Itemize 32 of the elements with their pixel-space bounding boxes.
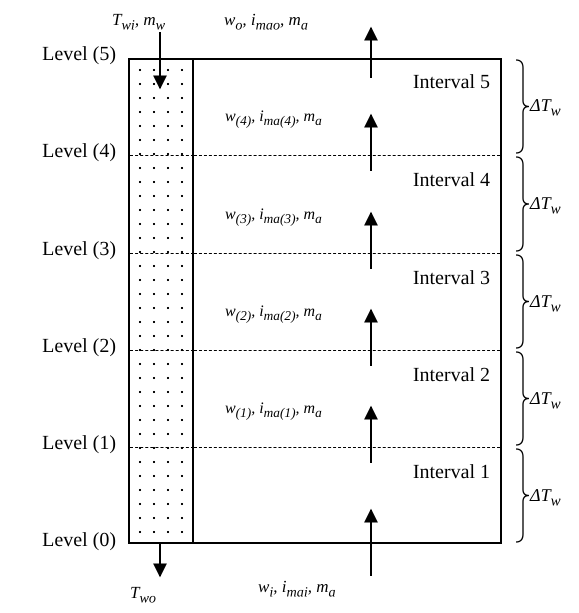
arrow <box>153 544 167 578</box>
arrow <box>364 508 378 576</box>
interval-label: Interval 4 <box>412 168 490 192</box>
stream-label: w$_{o}$, i$_{mao}$, m$_{a}$ <box>224 10 308 36</box>
arrow <box>153 32 167 90</box>
delta-label: ΔT$_{w}$ <box>530 193 561 220</box>
arrow <box>364 212 378 269</box>
arrow <box>364 114 378 171</box>
level-label: Level (1) <box>42 431 116 455</box>
stream-label: T$_{wi}$, m$_{w}$ <box>112 10 166 36</box>
edge-label: w$_{(1)}$, i$_{ma(1)}$, m$_{a}$ <box>225 399 322 422</box>
delta-label: ΔT$_{w}$ <box>530 484 561 512</box>
level-label: Level (3) <box>42 237 116 261</box>
edge-label: w$_{(4)}$, i$_{ma(4)}$, m$_{a}$ <box>225 107 322 130</box>
interval-label: Interval 3 <box>412 266 490 290</box>
stream-label: T$_{wo}$ <box>130 583 156 608</box>
edge-label: w$_{(3)}$, i$_{ma(3)}$, m$_{a}$ <box>225 205 322 228</box>
level-label: Level (5) <box>42 42 116 66</box>
edge-label: w$_{(2)}$, i$_{ma(2)}$, m$_{a}$ <box>225 302 322 326</box>
level-label: Level (0) <box>42 528 116 552</box>
interval-label: Interval 2 <box>412 363 490 387</box>
level-label: Level (2) <box>42 334 116 358</box>
arrow <box>364 26 378 78</box>
interval-label: Interval 1 <box>412 460 490 484</box>
level-label: Level (4) <box>42 139 116 163</box>
delta-label: ΔT$_{w}$ <box>530 388 561 414</box>
arrow <box>364 406 378 463</box>
delta-label: ΔT$_{w}$ <box>530 94 561 122</box>
arrow <box>364 308 378 366</box>
delta-label: ΔT$_{w}$ <box>530 290 561 318</box>
stream-label: w$_{i}$, i$_{mai}$, m$_{a}$ <box>258 577 336 602</box>
interval-label: Interval 5 <box>412 70 490 94</box>
